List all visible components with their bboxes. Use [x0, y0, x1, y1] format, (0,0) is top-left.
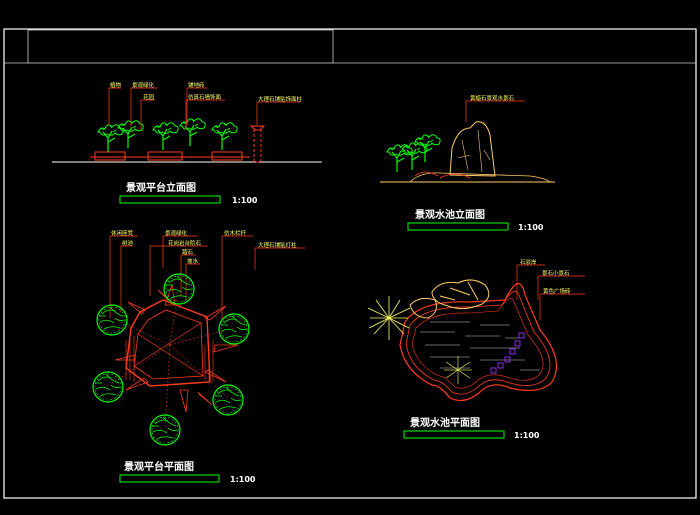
label-bench: 休闲座凳 [111, 229, 134, 237]
label-wood-railing: 仿木栏杆 [224, 229, 247, 237]
label-slope: 坡水 [187, 257, 199, 265]
label-tree-pit: 树池 [122, 239, 134, 247]
label-yellow-tile: 黄色广场砖 [543, 287, 571, 295]
pool-plan-underline [403, 430, 505, 439]
title-block-frame [27, 29, 334, 64]
pool-elevation-scale: 1:100 [518, 223, 544, 232]
label-plant: 植物 [110, 81, 122, 89]
platform-elevation-scale: 1:100 [232, 196, 258, 205]
outer-frame [3, 28, 697, 499]
pool-elevation-title: 景观水池立面图 [415, 208, 485, 221]
label-plan-landscape-green: 景观绿化 [165, 229, 188, 237]
label-paving-brick: 铺地砖 [188, 81, 205, 89]
platform-elevation-underline [119, 195, 221, 204]
label-landscape-green: 景观绿化 [132, 81, 155, 89]
platform-plan-title: 景观平台平面图 [124, 460, 194, 473]
label-small-rock: 景石小景石 [542, 269, 570, 277]
pool-elevation-drawing: 黄蜡石景观水景石 [380, 94, 555, 183]
label-marble-lamp-post: 大理石铺贴灯柱 [258, 241, 297, 249]
platform-plan-scale: 1:100 [230, 475, 256, 484]
pool-plan-title: 景观水池平面图 [410, 416, 480, 429]
label-granite-step: 花岗岩台阶石 [168, 239, 202, 247]
label-stone-bank: 石驳岸 [520, 258, 537, 266]
pool-plan-drawing: 石驳岸 景石小景石 黄色广场砖 [367, 258, 585, 402]
pool-small-tree [444, 356, 472, 384]
platform-plan-drawing: 休闲座凳 树池 景观绿化 花岗岩台阶石 仿木栏杆 踏石 坡水 大理石铺贴灯柱 [92, 229, 305, 446]
pool-yellow-tree [367, 296, 411, 340]
column [253, 125, 262, 163]
label-stone-wall-finish: 仿真石墙饰面 [188, 93, 222, 101]
platform-elevation-title: 景观平台立面图 [126, 181, 196, 194]
pool-elevation-underline [407, 222, 509, 231]
platform-plan-underline [119, 474, 220, 483]
label-stepping-stone: 踏石 [182, 248, 194, 256]
label-yellow-waxstone: 黄蜡石景观水景石 [470, 94, 515, 102]
label-marble-column: 大理石铺贴饰面柱 [258, 95, 303, 103]
label-garden: 花园 [143, 93, 155, 101]
pool-plan-scale: 1:100 [514, 431, 540, 440]
platform-elevation-drawing: 植物 景观绿化 花园 铺地砖 仿真石墙饰面 大理石铺贴饰面柱 [52, 81, 322, 163]
